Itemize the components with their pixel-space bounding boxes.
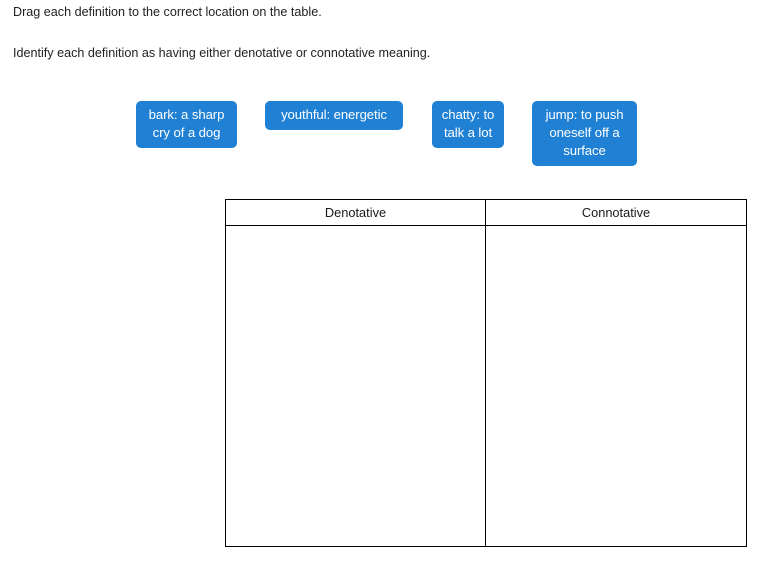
instruction-line-1: Drag each definition to the correct loca…	[13, 5, 322, 19]
draggable-tile-chatty[interactable]: chatty: to talk a lot	[432, 101, 504, 148]
drop-zone-denotative[interactable]	[225, 225, 486, 547]
drop-zone-connotative[interactable]	[485, 225, 747, 547]
table-row	[225, 225, 747, 547]
instruction-block: Drag each definition to the correct loca…	[13, 0, 753, 62]
draggable-tile-bark[interactable]: bark: a sharp cry of a dog	[136, 101, 237, 148]
table-body	[225, 225, 747, 547]
definition-tile-tray: bark: a sharp cry of a dog youthful: ene…	[0, 101, 778, 181]
draggable-tile-jump[interactable]: jump: to push oneself off a surface	[532, 101, 637, 166]
table-header-row-group: Denotative Connotative	[225, 199, 747, 226]
instruction-line-2: Identify each definition as having eithe…	[13, 46, 431, 60]
classification-table: Denotative Connotative	[225, 199, 747, 547]
table-header-row: Denotative Connotative	[225, 199, 747, 226]
draggable-tile-youthful[interactable]: youthful: energetic	[265, 101, 403, 130]
column-header-connotative: Connotative	[485, 199, 747, 226]
column-header-denotative: Denotative	[225, 199, 486, 226]
